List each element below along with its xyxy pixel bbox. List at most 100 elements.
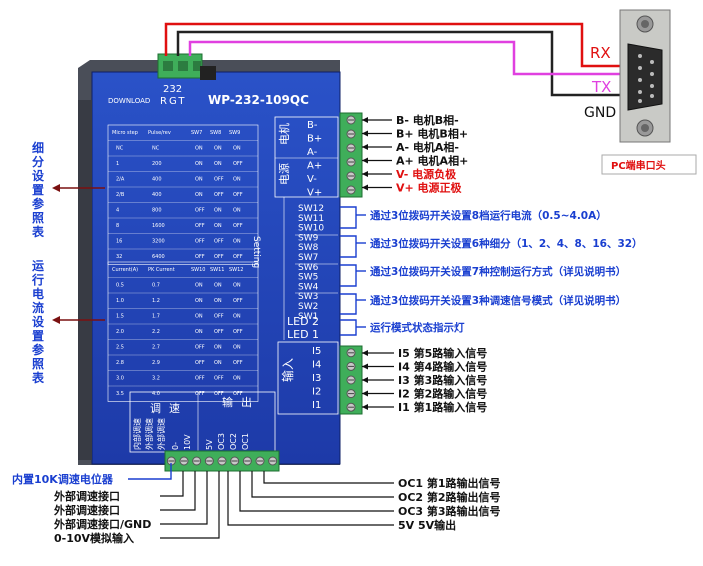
input-note: I4 第4路输入信号 bbox=[398, 360, 487, 374]
table-header: Current(A) bbox=[112, 267, 138, 273]
table-cell: 1.2 bbox=[152, 298, 160, 304]
table-cell: ON bbox=[195, 146, 203, 152]
output-note: OC1 第1路输出信号 bbox=[398, 476, 501, 490]
table-cell: ON bbox=[214, 208, 222, 214]
table-cell: OFF bbox=[233, 254, 243, 260]
table-cell: 0.7 bbox=[152, 283, 160, 289]
table-cell: 800 bbox=[152, 208, 162, 214]
switch-note: 通过3位拨码开关设置7种控制运行方式（详见说明书） bbox=[370, 265, 626, 278]
table-cell: OFF bbox=[214, 391, 224, 397]
setting-label: Setting bbox=[251, 236, 261, 268]
pin-label: V- bbox=[307, 174, 317, 185]
left-arrows bbox=[52, 184, 105, 324]
input-note: I5 第5路输入信号 bbox=[398, 346, 487, 360]
terminal-note: A+ 电机A相+ bbox=[396, 154, 468, 168]
bottom-pin-label: 5V bbox=[205, 439, 214, 450]
table-header: SW12 bbox=[229, 267, 243, 273]
led-label: LED 1 bbox=[287, 328, 319, 341]
bottom-pin-label: 外部调速 bbox=[156, 418, 166, 450]
table-header: SW11 bbox=[210, 267, 224, 273]
table-cell: 1.7 bbox=[152, 314, 160, 320]
pin-label: A- bbox=[307, 147, 318, 158]
input-pin-label: I4 bbox=[312, 360, 321, 371]
driver-body bbox=[78, 60, 341, 465]
table-cell: 400 bbox=[152, 192, 162, 198]
bottom-box: 调速 输出 bbox=[129, 391, 276, 453]
table-header: Pulse/rev bbox=[148, 130, 171, 136]
table-cell: 2/B bbox=[116, 192, 125, 198]
bottom-pin-label: 内部调速 bbox=[132, 418, 142, 450]
table-cell: OFF bbox=[233, 192, 243, 198]
table-cell: ON bbox=[195, 283, 203, 289]
table-cell: ON bbox=[195, 329, 203, 335]
input-note: I2 第2路输入信号 bbox=[398, 387, 487, 401]
table-header: Micro step bbox=[112, 130, 138, 136]
rx-label: RX bbox=[590, 44, 611, 62]
table-cell: 2.7 bbox=[152, 345, 160, 351]
table-header: PK Current bbox=[148, 267, 175, 273]
table-cell: OFF bbox=[195, 360, 205, 366]
brand-label: RGT bbox=[160, 96, 186, 107]
table-cell: 400 bbox=[152, 177, 162, 183]
table-cell: 1 bbox=[116, 161, 119, 167]
switch-label: SW12 bbox=[298, 204, 324, 214]
table-cell: OFF bbox=[195, 254, 205, 260]
switch-note: 通过3位拨码开关设置3种调速信号模式（详见说明书） bbox=[370, 294, 626, 307]
switch-label: SW3 bbox=[298, 292, 318, 302]
table-cell: ON bbox=[195, 314, 203, 320]
setting-box: 电机 电源 Setting bbox=[251, 116, 339, 340]
pin-label: B+ bbox=[307, 134, 322, 145]
switch-label: SW5 bbox=[298, 273, 318, 283]
input-pin-label: I2 bbox=[312, 387, 321, 398]
table-cell: 3.0 bbox=[116, 376, 124, 382]
model-label: WP-232-109QC bbox=[208, 93, 309, 107]
table-cell: OFF bbox=[214, 177, 224, 183]
table-cell: 0.5 bbox=[116, 283, 124, 289]
table-cell: OFF bbox=[195, 208, 205, 214]
table-cell: 2.8 bbox=[116, 360, 124, 366]
table-cell: NC bbox=[152, 146, 160, 152]
table-cell: ON bbox=[195, 177, 203, 183]
switch-label: SW6 bbox=[298, 263, 319, 273]
power-motor-pin-labels: B-B+A-A+V-V+ bbox=[307, 120, 322, 199]
table-cell: 6400 bbox=[152, 254, 165, 260]
table-cell: 1600 bbox=[152, 223, 165, 229]
table-cell: ON bbox=[195, 192, 203, 198]
table-cell: OFF bbox=[195, 345, 205, 351]
switch-label: SW2 bbox=[298, 302, 318, 312]
bottom-left-note: 外部调速接口 bbox=[53, 489, 120, 503]
top-connector bbox=[157, 53, 216, 80]
bottom-left-note: 外部调速接口 bbox=[53, 503, 120, 517]
table-cell: ON bbox=[233, 345, 241, 351]
table-cell: 2/A bbox=[116, 177, 125, 183]
table-cell: 4 bbox=[116, 208, 119, 214]
terminal-note: V+ 电源正极 bbox=[396, 181, 463, 195]
table-cell: OFF bbox=[214, 376, 224, 382]
bottom-terminal bbox=[164, 450, 280, 472]
table-cell: 1.0 bbox=[116, 298, 124, 304]
table-cell: OFF bbox=[233, 298, 243, 304]
switch-label: SW10 bbox=[298, 224, 324, 234]
table-cell: ON bbox=[214, 345, 222, 351]
output-label: 输出 bbox=[222, 395, 260, 409]
table-cell: 4.0 bbox=[152, 391, 160, 397]
table-cell: ON bbox=[214, 223, 222, 229]
switch-label: SW11 bbox=[298, 214, 324, 224]
switch-note: 通过3位拨码开关设置6种细分（1、2、4、8、16、32） bbox=[370, 237, 643, 250]
serial-port bbox=[619, 9, 671, 143]
table-cell: OFF bbox=[195, 223, 205, 229]
input-box: 输入 bbox=[277, 341, 339, 415]
switch-label: SW8 bbox=[298, 243, 319, 253]
switch-label: SW4 bbox=[298, 282, 319, 292]
table-header: SW9 bbox=[229, 130, 240, 136]
download-label: DOWNLOAD bbox=[108, 97, 150, 105]
gnd-label: GND bbox=[584, 105, 616, 121]
table-cell: ON bbox=[214, 146, 222, 152]
table-cell: OFF bbox=[195, 391, 205, 397]
bottom-left-note: 外部调速接口/GND bbox=[53, 517, 151, 531]
